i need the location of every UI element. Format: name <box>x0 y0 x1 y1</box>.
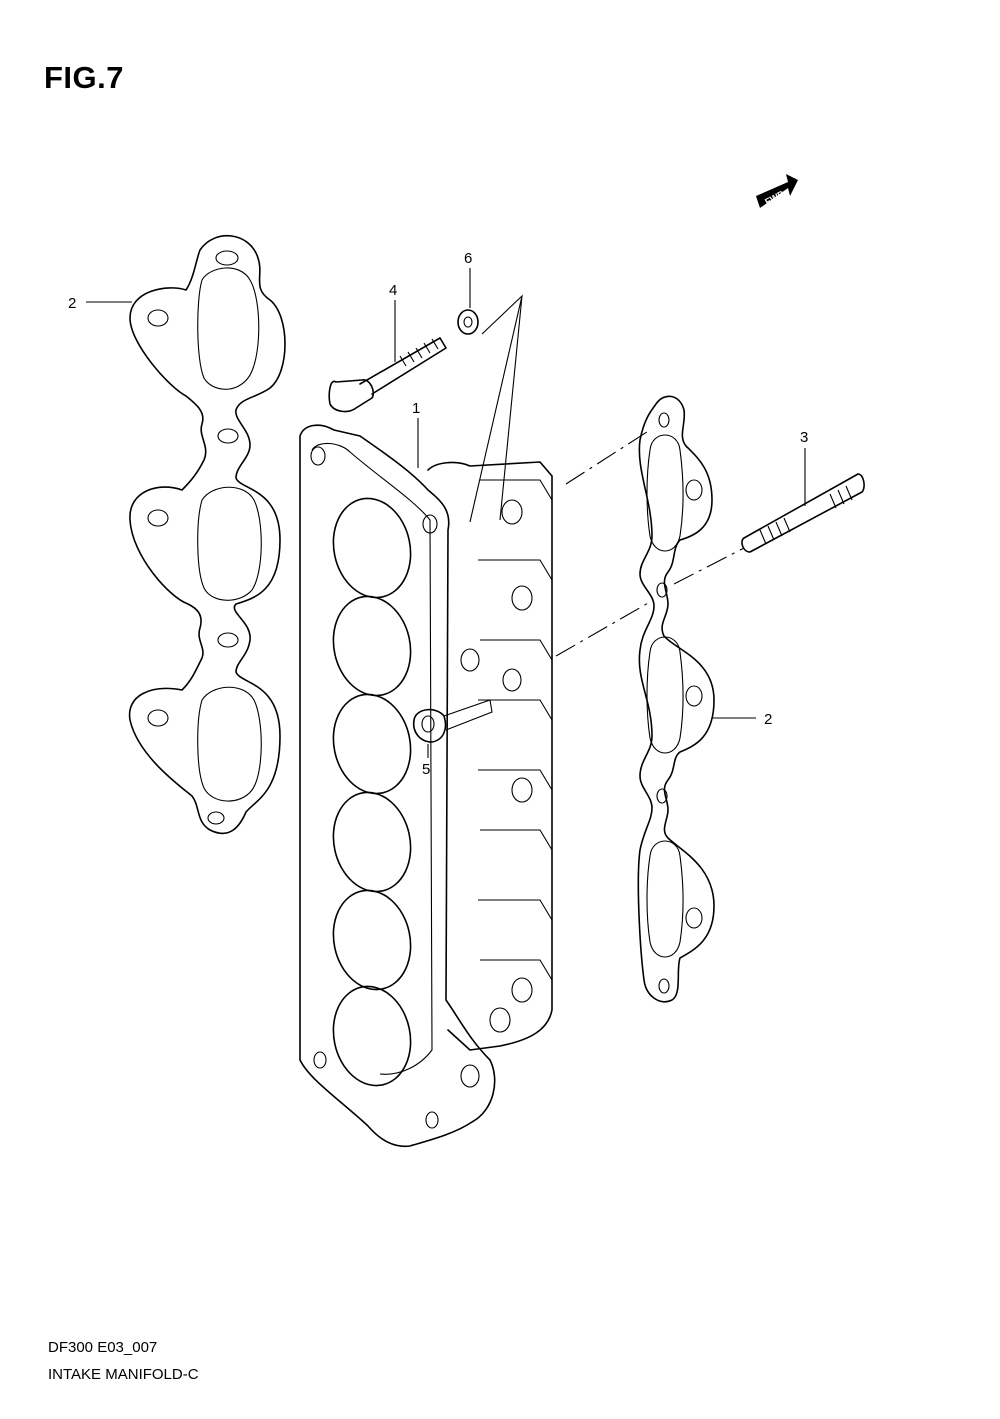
diagram-caption: INTAKE MANIFOLD-C <box>48 1366 199 1383</box>
nut <box>412 699 493 743</box>
bolt <box>328 337 447 413</box>
gasket-right <box>637 395 715 1003</box>
callout-gasket-right: 2 <box>764 711 772 728</box>
callout-bolt: 4 <box>389 282 397 299</box>
callout-gasket-left: 2 <box>68 295 76 312</box>
diagram-code: DF300 E03_007 <box>48 1339 158 1356</box>
gasket-left <box>128 235 286 835</box>
callout-nut: 5 <box>422 761 430 778</box>
washer <box>457 309 479 335</box>
intake-manifold <box>299 424 553 1148</box>
callout-washer: 6 <box>464 250 472 267</box>
stud <box>741 473 865 553</box>
callout-manifold: 1 <box>412 400 420 417</box>
callout-stud: 3 <box>800 429 808 446</box>
fwd-arrow-icon: FWD <box>756 174 798 208</box>
figure-title: FIG.7 <box>44 60 125 95</box>
